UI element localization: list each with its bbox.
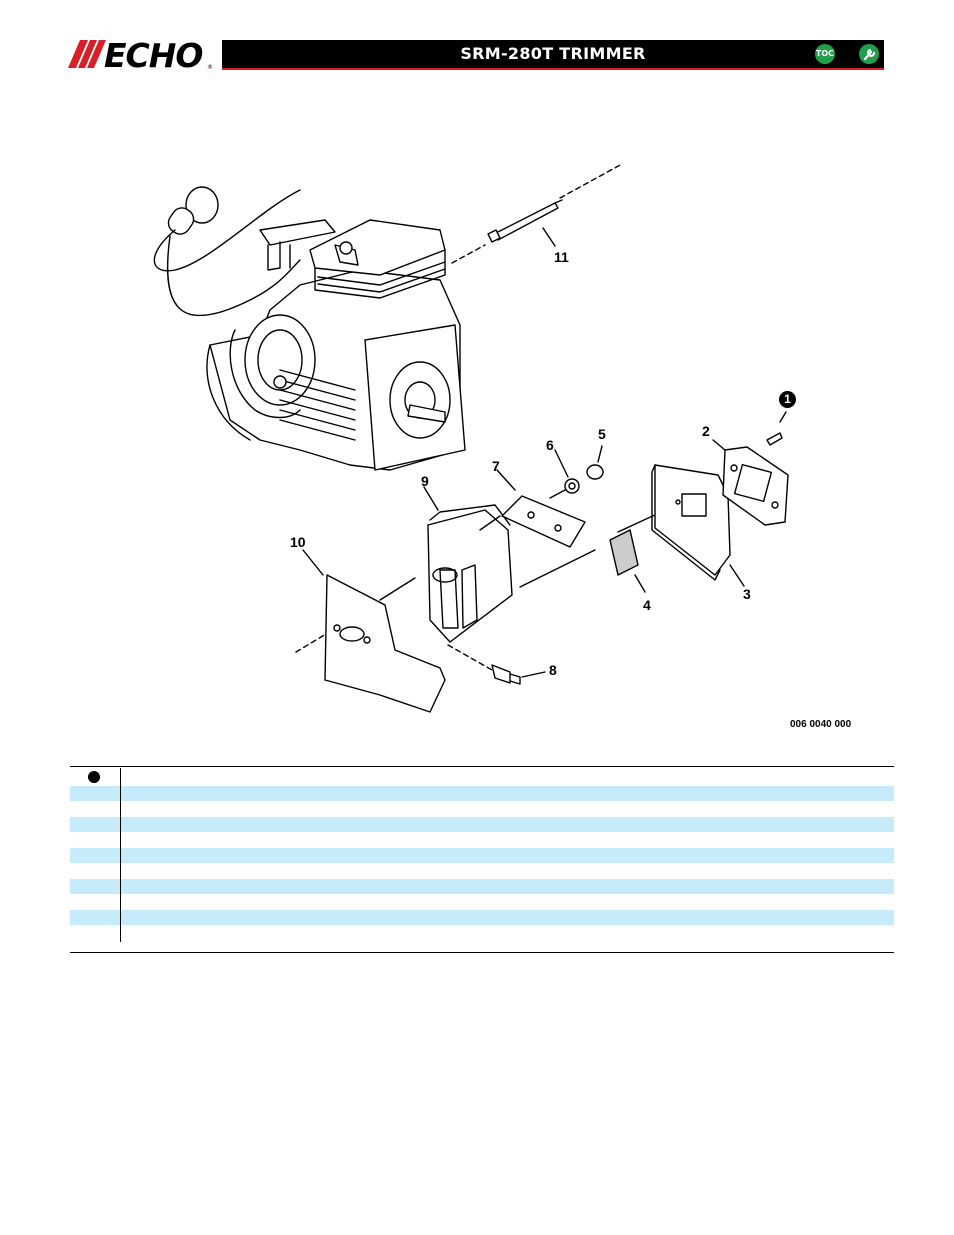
callout-5: 5 bbox=[598, 426, 606, 442]
gasket-part-2 bbox=[712, 439, 789, 526]
table-bottom-rule bbox=[70, 952, 894, 953]
toc-button[interactable]: TOC bbox=[815, 44, 835, 64]
callout-11: 11 bbox=[554, 249, 569, 265]
bracket-part-3 bbox=[651, 464, 745, 587]
table-column-divider bbox=[120, 768, 121, 942]
callout-9: 9 bbox=[421, 473, 429, 489]
svg-text:®: ® bbox=[207, 64, 213, 71]
page-title: SRM-280T TRIMMER bbox=[460, 44, 646, 63]
callout-2: 2 bbox=[702, 423, 710, 439]
exploded-parts-diagram bbox=[153, 163, 789, 713]
callout-3: 3 bbox=[743, 586, 751, 602]
echo-logo: ECHO ® bbox=[68, 36, 213, 75]
table-row bbox=[70, 879, 894, 894]
callout-10: 10 bbox=[290, 534, 306, 550]
wrench-icon[interactable] bbox=[859, 44, 879, 64]
heat-shield-part-10 bbox=[295, 549, 446, 713]
screw-part-1 bbox=[766, 411, 787, 446]
drawing-number: 006 0040 000 bbox=[790, 719, 852, 730]
callout-4: 4 bbox=[643, 597, 651, 613]
cap-part-5 bbox=[586, 445, 604, 480]
svg-text:ECHO: ECHO bbox=[104, 36, 202, 72]
callout-7: 7 bbox=[492, 458, 500, 474]
screen-part-4 bbox=[609, 507, 671, 593]
ignition-coil bbox=[259, 219, 336, 271]
table-row bbox=[70, 786, 894, 801]
bolt-part-8 bbox=[447, 644, 546, 685]
bolt-part-11 bbox=[451, 163, 623, 264]
reference-marker-icon bbox=[88, 771, 100, 783]
table-row bbox=[70, 910, 894, 925]
table-top-rule bbox=[70, 766, 894, 767]
callout-6: 6 bbox=[546, 437, 554, 453]
callout-8: 8 bbox=[549, 662, 557, 678]
table-row bbox=[70, 817, 894, 832]
header-bar: SRM-280T TRIMMER TOC bbox=[222, 40, 884, 70]
table-row bbox=[70, 848, 894, 863]
engine-block bbox=[206, 219, 466, 471]
nut-part-6 bbox=[554, 449, 580, 494]
plate-part-7 bbox=[479, 469, 586, 548]
spark-plug-boot bbox=[153, 186, 301, 317]
callout-1: 1 bbox=[779, 391, 796, 408]
